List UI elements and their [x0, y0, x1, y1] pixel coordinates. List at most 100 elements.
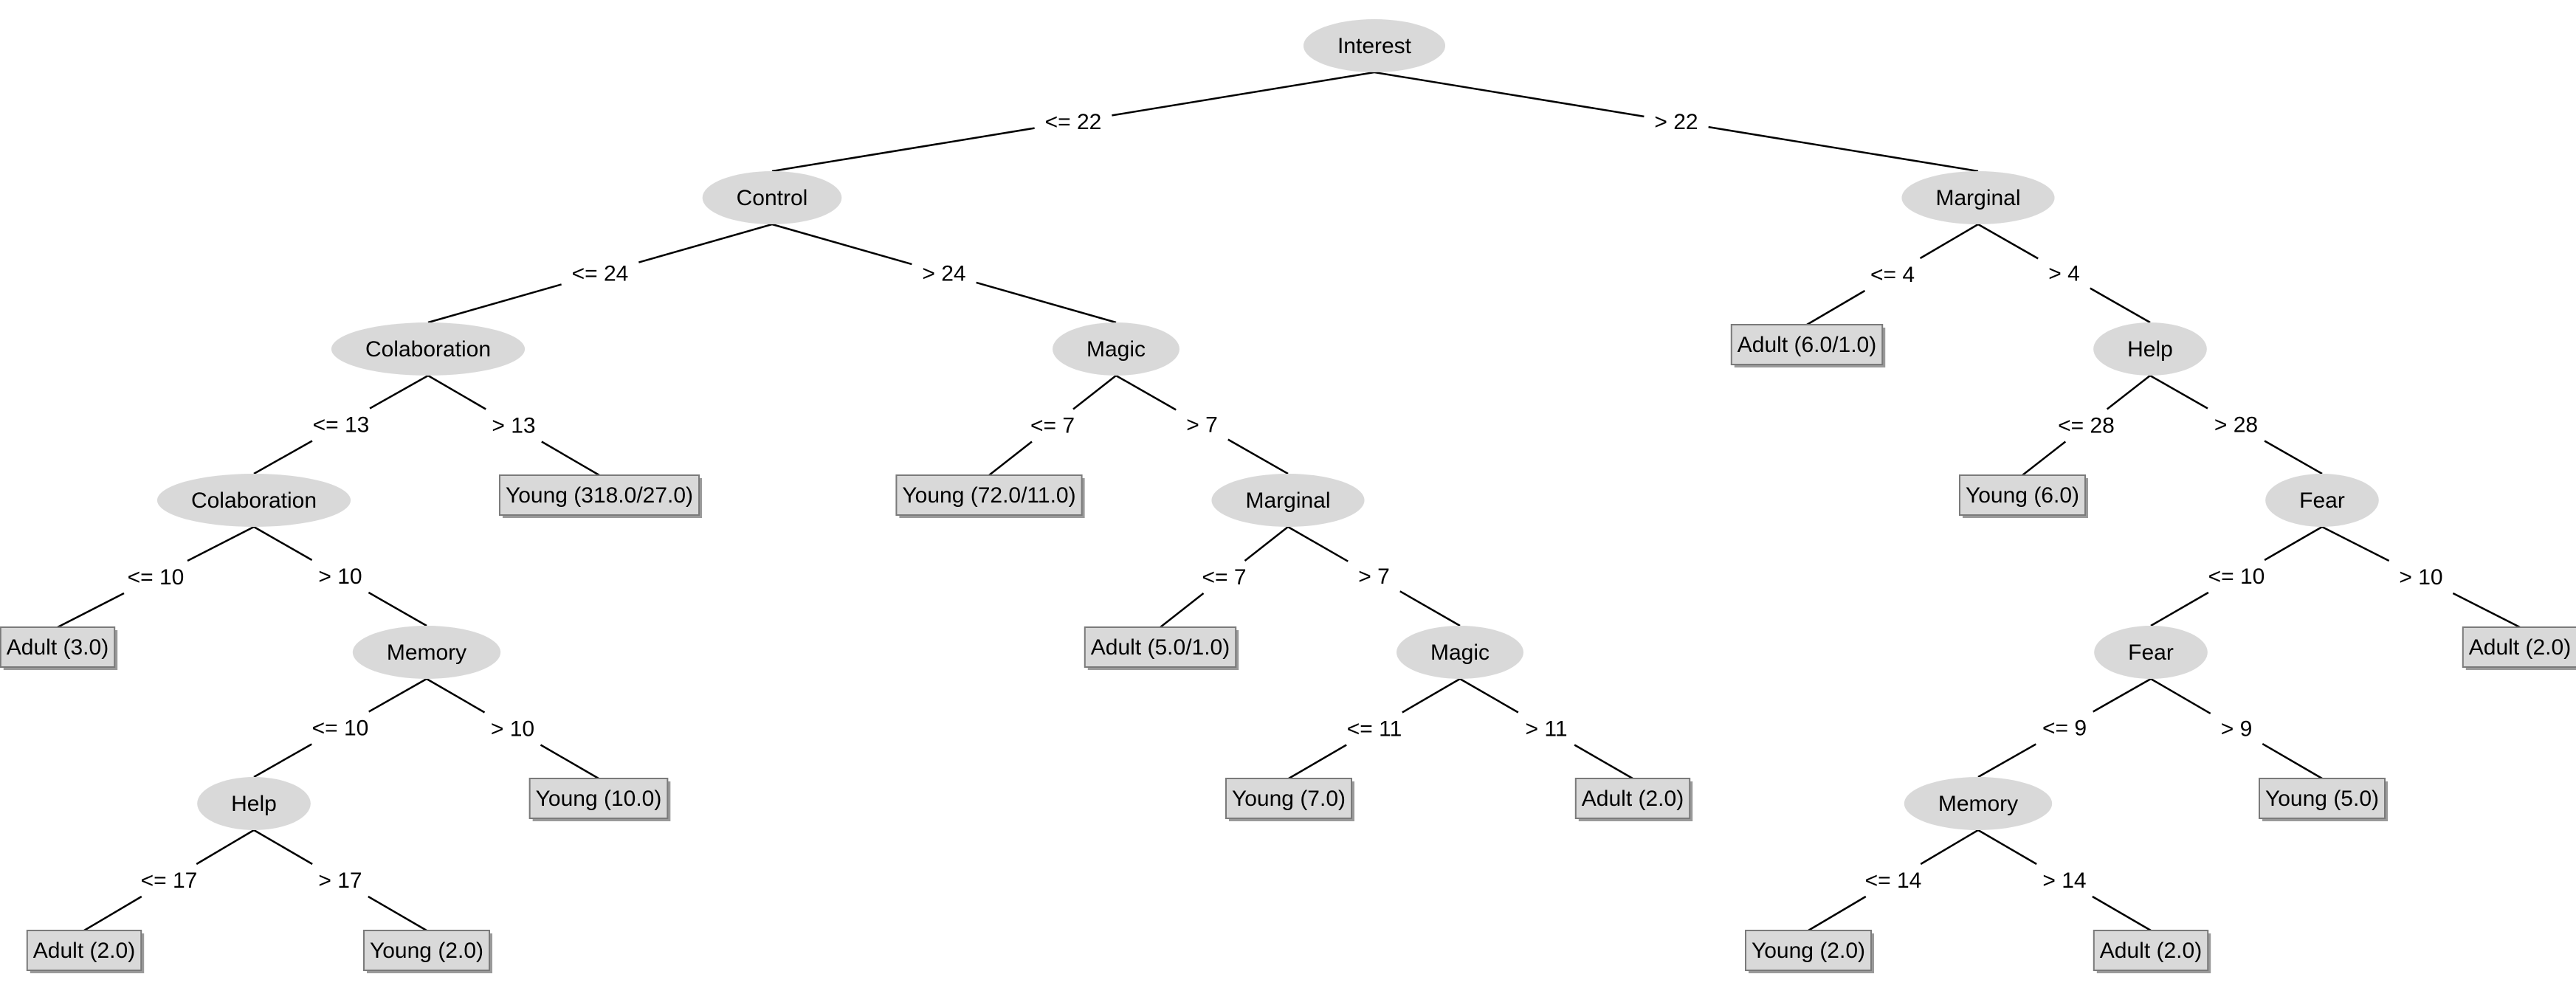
- edge-line: [1920, 829, 1979, 866]
- tree-node-help: Help: [2093, 322, 2207, 376]
- leaf-label: Young (72.0/11.0): [902, 483, 1075, 508]
- edge-label: <= 24: [572, 262, 629, 286]
- edge-line: [253, 829, 313, 866]
- tree-leaf-adult-3-0: Adult (3.0): [0, 626, 118, 670]
- edge-line: [368, 677, 427, 713]
- tree-node-memory: Memory: [352, 626, 501, 679]
- tree-node-colaboration: Colaboration: [331, 322, 526, 376]
- edge-line: [1112, 71, 1375, 117]
- node-ellipse: [352, 626, 501, 679]
- tree-node-magic: Magic: [1396, 626, 1524, 679]
- edge-line: [1244, 526, 1289, 562]
- tree-node-control: Control: [702, 171, 842, 224]
- edge-line: [187, 525, 255, 562]
- edge-label: <= 14: [1865, 868, 1922, 893]
- edge-label: > 7: [1186, 413, 1218, 438]
- edge-label: > 4: [2048, 262, 2080, 286]
- edge-line: [427, 283, 562, 324]
- node-ellipse: [1303, 19, 1446, 72]
- edge-label: <= 10: [128, 565, 185, 590]
- leaf-label: Young (318.0/27.0): [506, 483, 693, 508]
- edge-line: [2022, 441, 2067, 476]
- edge-line: [988, 441, 1033, 476]
- leaf-label: Young (2.0): [1752, 939, 1865, 963]
- edge-line: [1287, 525, 1349, 562]
- leaf-box: [1744, 930, 1873, 971]
- edge-line: [1399, 590, 1461, 627]
- leaf-label: Adult (3.0): [7, 635, 109, 660]
- edge-line: [426, 677, 486, 714]
- edge-line: [1402, 677, 1461, 714]
- tree-node-marginal: Marginal: [1901, 171, 2055, 224]
- tree-node-colaboration: Colaboration: [156, 474, 351, 527]
- edge-line: [369, 374, 429, 410]
- tree-leaf-adult-5-0-1-0: Adult (5.0/1.0): [1084, 626, 1239, 670]
- node-ellipse: [1052, 322, 1180, 376]
- tree-leaf-adult-2-0: Adult (2.0): [1574, 778, 1693, 821]
- leaf-label: Adult (2.0): [2469, 635, 2571, 660]
- edge-label: <= 7: [1030, 414, 1075, 438]
- edge-label: > 10: [2399, 565, 2442, 590]
- node-ellipse: [1211, 474, 1365, 527]
- leaf-box: [362, 930, 491, 971]
- leaf-label: Adult (2.0): [33, 939, 135, 963]
- edge-line: [1374, 71, 1645, 118]
- edge-label: <= 11: [1347, 717, 1402, 742]
- node-label: Help: [2127, 337, 2173, 362]
- edge-label: <= 4: [1870, 263, 1915, 287]
- leaf-box: [895, 474, 1083, 516]
- edge-label: <= 7: [1202, 565, 1246, 590]
- node-label: Fear: [2299, 488, 2345, 513]
- edge-line: [1459, 677, 1519, 714]
- leaf-box: [2258, 778, 2386, 819]
- node-label: Magic: [1086, 337, 1146, 362]
- node-ellipse: [1396, 626, 1524, 679]
- edge-line: [2093, 677, 2152, 713]
- node-label: Memory: [1938, 792, 2018, 816]
- edge-line: [2264, 525, 2323, 562]
- leaf-box: [1958, 474, 2087, 516]
- edge-line: [368, 895, 427, 932]
- edge-line: [1115, 374, 1177, 411]
- edge-label: > 7: [1358, 564, 1390, 589]
- leaf-box: [528, 778, 669, 819]
- nodes-layer: InterestControlColaborationColaborationA…: [0, 19, 2576, 973]
- edge-label: > 22: [1654, 110, 1698, 134]
- edge-line: [771, 223, 912, 266]
- tree-leaf-young-6-0: Young (6.0): [1958, 474, 2089, 518]
- edge-line: [1808, 895, 1867, 932]
- edge-line: [253, 440, 313, 475]
- node-label: Help: [231, 792, 277, 816]
- edge-line: [771, 127, 1035, 173]
- edge-line: [976, 281, 1117, 324]
- edge-label: <= 10: [312, 716, 369, 741]
- tree-node-fear: Fear: [2265, 474, 2379, 527]
- leaf-label: Adult (2.0): [2100, 939, 2202, 963]
- edge-line: [1708, 125, 1979, 173]
- leaf-box: [1730, 324, 1884, 365]
- leaf-box: [0, 626, 116, 668]
- tree-leaf-adult-2-0: Adult (2.0): [2462, 626, 2576, 670]
- edge-line: [1919, 223, 1979, 260]
- edge-line: [1977, 743, 2036, 778]
- edge-line: [427, 374, 486, 410]
- node-label: Magic: [1430, 640, 1490, 665]
- edge-label: > 14: [2042, 868, 2086, 893]
- edge-line: [196, 829, 255, 866]
- edges-layer: <= 22<= 24<= 13<= 10> 10<= 10<= 17> 17> …: [57, 71, 2521, 932]
- tree-leaf-young-10-0: Young (10.0): [528, 778, 671, 821]
- leaf-label: Young (6.0): [1966, 483, 2079, 508]
- edge-label: > 28: [2214, 413, 2258, 438]
- edge-label: > 11: [1526, 717, 1568, 742]
- node-label: Memory: [387, 640, 466, 665]
- edge-line: [1227, 438, 1289, 475]
- leaf-box: [2093, 930, 2209, 971]
- node-ellipse: [331, 322, 526, 376]
- leaf-label: Young (2.0): [370, 939, 483, 963]
- leaf-box: [1084, 626, 1237, 668]
- leaf-box: [2462, 626, 2576, 668]
- leaf-box: [498, 474, 700, 516]
- tree-node-magic: Magic: [1052, 322, 1180, 376]
- node-ellipse: [2093, 322, 2207, 376]
